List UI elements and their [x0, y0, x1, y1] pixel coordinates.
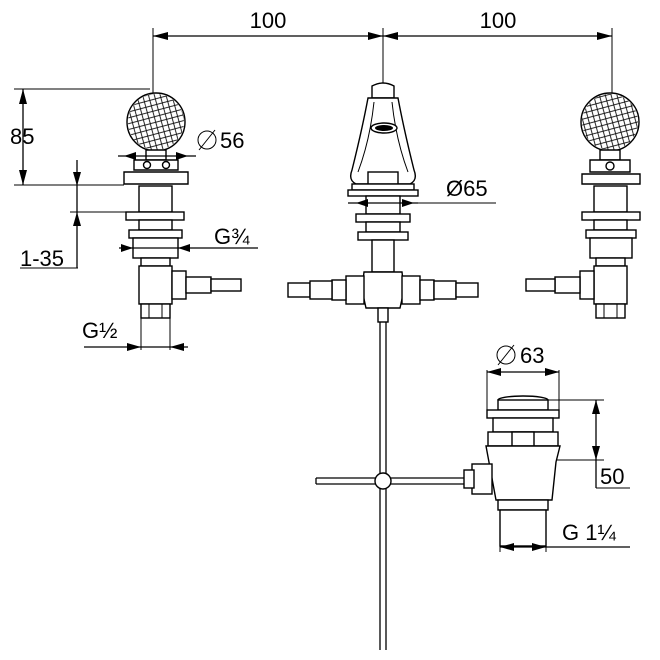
- dimension-drain-height: 50: [548, 399, 630, 489]
- left-handle-valve: [123, 92, 242, 319]
- drain-assembly: [463, 395, 561, 547]
- dimension-handle-height: 85: [10, 88, 150, 186]
- dimension-deck-range: 1-35: [20, 160, 184, 271]
- spout-body: [349, 97, 417, 185]
- spout-assembly: [287, 82, 479, 650]
- dim-handle-height: 85: [10, 124, 34, 149]
- dimension-spout-diameter: Ø65: [348, 176, 496, 207]
- right-handle-valve: [525, 92, 641, 319]
- dim-spacing-right: 100: [480, 8, 517, 33]
- dimension-drain-diameter: 63: [486, 343, 560, 410]
- dimension-drain-thread: G 1¼: [499, 520, 630, 552]
- dim-spout-diameter: Ø65: [446, 176, 488, 201]
- dimension-outlet-thread: G½: [82, 318, 188, 351]
- dimension-handle-diameter: 56: [118, 128, 244, 160]
- dimension-spacing: 100 100: [152, 8, 613, 95]
- dim-deck-range: 1-35: [20, 246, 64, 271]
- dim-supply-thread: G¾: [214, 224, 250, 249]
- dim-drain-thread: G 1¼: [562, 520, 616, 545]
- dim-drain-height: 50: [600, 464, 624, 489]
- dim-drain-diameter: 63: [520, 343, 544, 368]
- dim-handle-diameter: 56: [220, 128, 244, 153]
- pop-up-rod: [315, 472, 472, 490]
- dim-spacing-left: 100: [250, 8, 287, 33]
- dimension-supply-thread: G¾: [119, 224, 258, 252]
- dim-outlet-thread: G½: [82, 318, 117, 343]
